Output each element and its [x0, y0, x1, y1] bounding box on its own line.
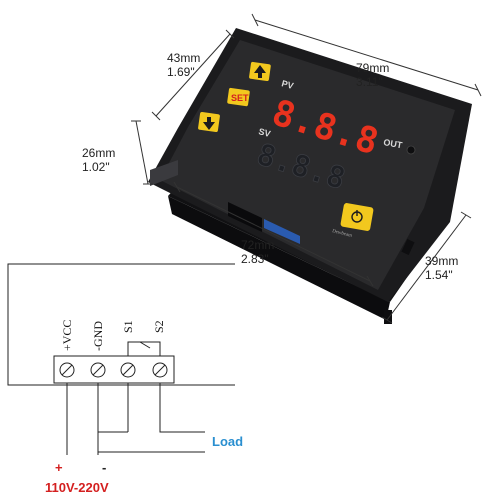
dim-depth-mm: 43mm [167, 51, 200, 65]
sv-label: SV [257, 126, 271, 139]
set-button[interactable] [227, 87, 250, 107]
dim-cutout-height-mm: 39mm [425, 254, 458, 268]
dim-width-in: 3.11" [356, 75, 383, 89]
dim-line-cutout-height [386, 214, 467, 321]
module-outline [7, 263, 235, 386]
dim-width-mm: 79mm [356, 61, 389, 75]
terminal-connector [264, 219, 300, 244]
dim-cutout-height-in: 1.54" [425, 268, 453, 282]
dim-line-depth [155, 33, 231, 117]
wiring-diagram: +VCC -GND S1 S2 Load + - 110V-220V [7, 263, 243, 495]
pv-label: PV [280, 78, 294, 91]
set-button-label: SET [231, 93, 249, 103]
dim-cutout-width-in: 2.83" [241, 252, 269, 266]
brand-label: Dewbeam [332, 229, 353, 239]
dim-line-cutout-width [176, 186, 371, 282]
device-bottom-side [168, 196, 390, 320]
wires [66, 383, 205, 455]
up-arrow-icon [254, 65, 266, 78]
minus-sign: - [102, 460, 106, 475]
terminal-screws [59, 362, 168, 378]
voltage-label: 110V-220V [45, 480, 109, 495]
wire-load-1 [159, 383, 205, 433]
dimension-lines [131, 13, 482, 324]
dim-cutout-width-mm: 72mm [241, 238, 274, 252]
rear-tab [150, 160, 178, 186]
dim-line-height [135, 120, 149, 185]
out-led [406, 145, 416, 155]
relay-switch [127, 341, 161, 356]
dim-depth-in: 1.69" [167, 65, 195, 79]
bottom-clip [384, 310, 392, 324]
terminal-label-gnd: -GND [91, 321, 105, 351]
load-label: Load [212, 434, 243, 449]
dim-height-in: 1.02" [82, 160, 110, 174]
side-clip [401, 238, 415, 256]
terminal-label-s2: S2 [152, 320, 166, 333]
device: SET PV 8.8.8 SV 8.8.8 OUT Dewbeam [148, 28, 472, 324]
out-label: OUT [383, 137, 404, 150]
power-button[interactable] [340, 203, 374, 232]
down-arrow-icon [203, 117, 215, 130]
plus-sign: + [55, 460, 63, 475]
dim-line-width [254, 19, 479, 91]
terminal-label-vcc: +VCC [60, 320, 74, 351]
terminal-label-s1: S1 [121, 320, 135, 333]
dim-height-mm: 26mm [82, 146, 115, 160]
